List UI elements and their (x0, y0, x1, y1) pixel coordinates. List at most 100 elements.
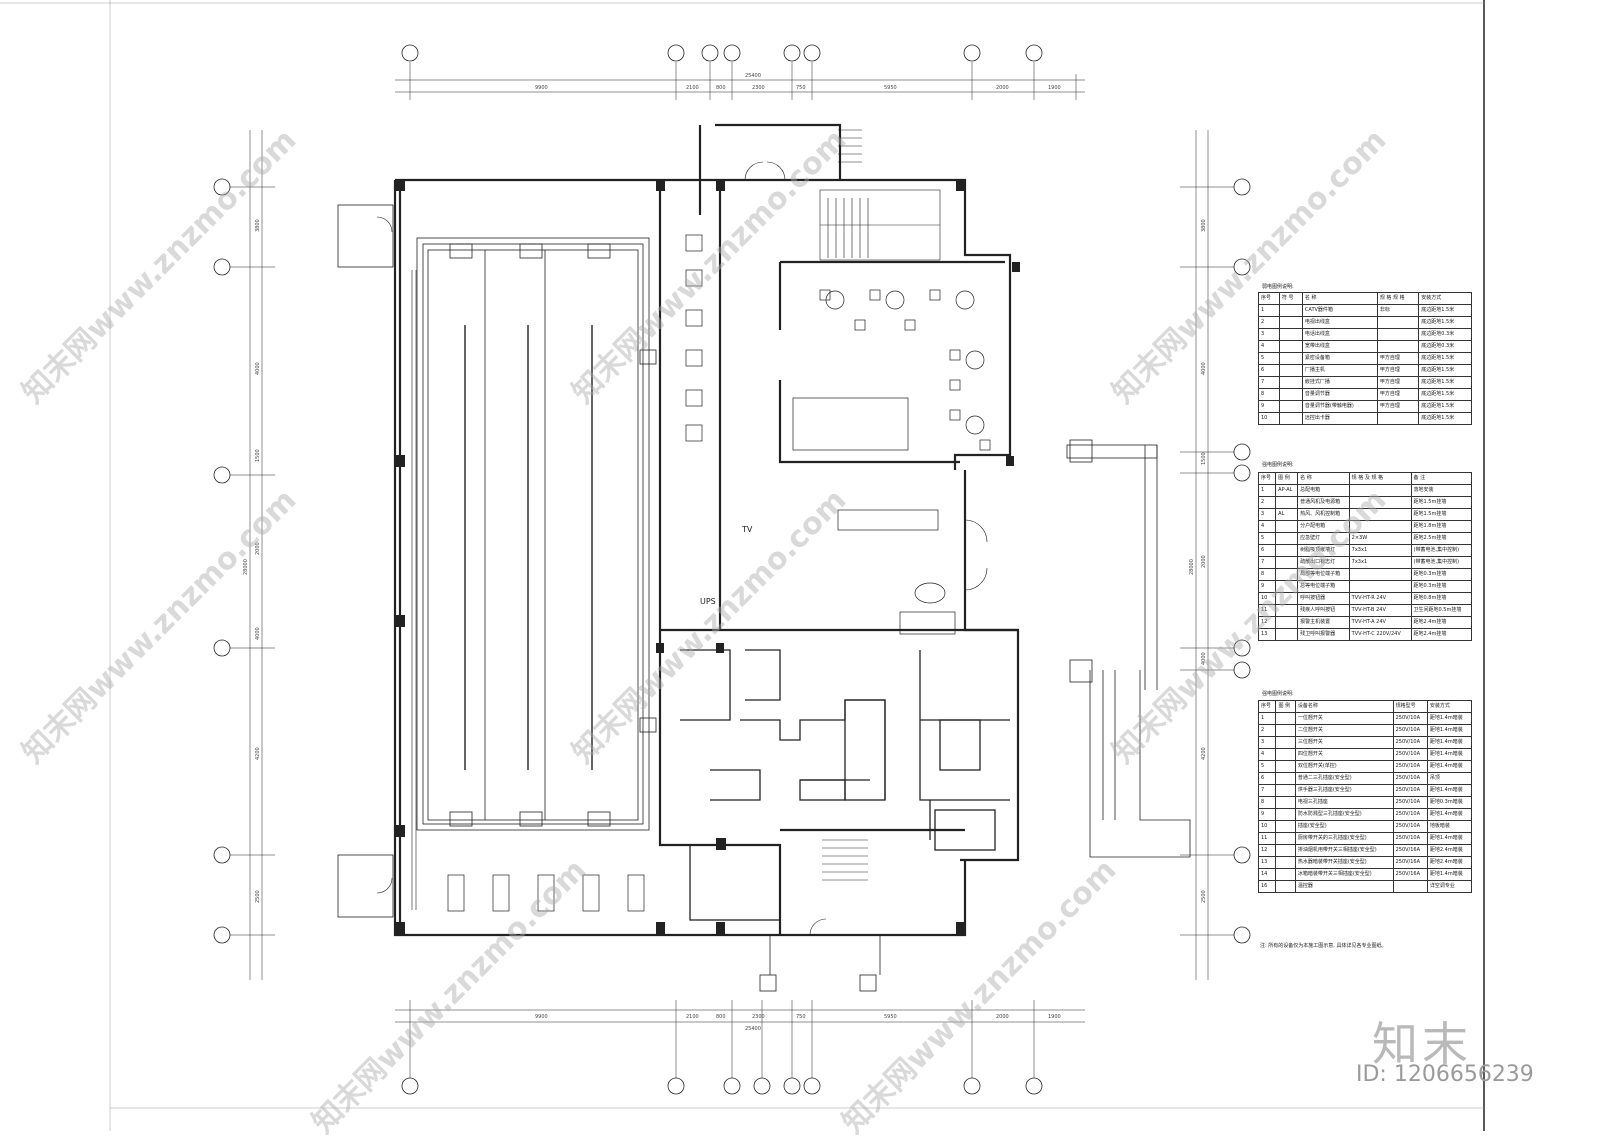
legend1-cell (1278, 340, 1303, 353)
legend3-cell: 电视三孔插座 (1294, 796, 1394, 809)
legend2-cell (1275, 544, 1299, 557)
legend3-cell: 热水器暗装带开关插座(安全型) (1294, 856, 1394, 869)
legend2-cell: 应急壁灯 (1297, 532, 1350, 545)
legend2-cell: 总配电箱 (1297, 484, 1350, 497)
legend1-cell (1278, 364, 1303, 377)
legend3-header-cell: 序号 (1257, 700, 1277, 713)
legend1-cell (1278, 304, 1303, 317)
legend3-cell: 防水防溅型三孔插座(安全型) (1294, 808, 1394, 821)
legend1-cell: 底边距地1.5米 (1418, 316, 1472, 329)
legend2-cell: 7 (1257, 556, 1277, 569)
legend2-cell: AL (1275, 508, 1299, 521)
dim-top-7: 1900 (1048, 85, 1061, 91)
dim-bottom-4: 750 (796, 1014, 806, 1020)
legend1-header-row: 序号符 号名 称规 格 规 格安装方式 (1258, 292, 1472, 305)
legend2-cell: 5 (1257, 532, 1277, 545)
legend1-cell: 底边距地1.5米 (1418, 304, 1472, 317)
legend2-cell: 9 (1257, 580, 1277, 593)
legend3-cell: 250V/16A (1392, 868, 1428, 881)
legend1-cell (1278, 412, 1303, 425)
legend3-cell: 11 (1257, 832, 1277, 845)
dim-bottom-6: 2000 (996, 1014, 1009, 1020)
dim-left-0: 3800 (255, 219, 261, 232)
legend3-cell: 4 (1257, 748, 1277, 761)
legend3-cell: 14 (1257, 868, 1277, 881)
legend1-cell (1376, 328, 1420, 341)
legend2-cell: 距地0.3m挂墙 (1410, 580, 1473, 593)
legend3-note: 注: 所有的设备仅为本施工图示意, 具体详见各专业图纸。 (1260, 943, 1387, 949)
legend1-cell: 非标 (1376, 304, 1420, 317)
legend3-cell: 三位翘开关 (1294, 736, 1394, 749)
dim-right-3: 2000 (1201, 555, 1207, 568)
legend3-title: 强电图例说明: (1262, 691, 1294, 697)
legend1-header-cell: 符 号 (1278, 292, 1303, 305)
legend1-header-cell: 安装方式 (1418, 292, 1472, 305)
legend3-cell: 插座(安全型) (1294, 820, 1394, 833)
legend3-cell: 8 (1257, 796, 1277, 809)
dim-right-5: 4200 (1201, 747, 1207, 760)
legend3-header-row: 序号图 例设备名称规格型号安装方式 (1257, 700, 1473, 713)
dim-top-3: 2300 (752, 85, 765, 91)
legend3-header-cell: 安装方式 (1426, 700, 1473, 713)
dim-right-6: 2500 (1201, 890, 1207, 903)
dim-top-6: 2000 (996, 85, 1009, 91)
legend2-cell: 普通风机及电源箱 (1297, 496, 1350, 509)
dim-left-4: 4000 (255, 627, 261, 640)
legend3-cell (1275, 712, 1296, 725)
legend1-cell: 3 (1258, 328, 1280, 341)
legend3-header-cell: 设备名称 (1294, 700, 1394, 713)
legend1-cell: 底边距地1.5米 (1418, 376, 1472, 389)
legend3-header-cell: 图 例 (1275, 700, 1296, 713)
legend3-cell: 距地1.4m暗装 (1426, 760, 1473, 773)
dim-left-1: 4000 (255, 362, 261, 375)
legend1-cell: 宽带出线盒 (1301, 340, 1378, 353)
legend2-cell: 疏散出口标志灯 (1297, 556, 1350, 569)
legend2-header-cell: 名 称 (1297, 472, 1350, 485)
legend1-cell: 9 (1258, 400, 1280, 413)
legend1-header-cell: 规 格 规 格 (1376, 292, 1420, 305)
legend3-cell (1275, 760, 1296, 773)
dim-left-3: 2000 (255, 542, 261, 555)
legend2-cell: TVV-HT-R 24V (1348, 592, 1412, 605)
legend2-cell: 12 (1257, 616, 1277, 629)
legend2-cell: 4 (1257, 520, 1277, 533)
legend1-cell: 6 (1258, 364, 1280, 377)
legend2-cell: (带蓄电池,集中控制) (1410, 544, 1473, 557)
legend2-cell: 距地1.8m挂墙 (1410, 520, 1473, 533)
legend2-title: 强电图例说明: (1262, 462, 1294, 468)
legend2-header-cell: 规 格 及 规 格 (1348, 472, 1412, 485)
legend3-cell: 5 (1257, 760, 1277, 773)
legend1-cell (1278, 316, 1303, 329)
legend3-cell (1275, 832, 1296, 845)
legend3-cell: 二位翘开关 (1294, 724, 1394, 737)
legend3-cell (1275, 784, 1296, 797)
legend3-cell (1275, 880, 1296, 893)
dim-right-total: 28000 (1189, 559, 1195, 575)
legend1-cell (1376, 412, 1420, 425)
legend2-cell (1275, 580, 1299, 593)
legend1-cell: 甲方自理 (1376, 400, 1420, 413)
legend2-cell: 距地2.4m挂墙 (1410, 628, 1473, 641)
legend2-cell: 1 (1257, 484, 1277, 497)
legend2-cell (1275, 520, 1299, 533)
legend2-header-cell: 图 例 (1275, 472, 1299, 485)
legend3-cell: 距地1.4m暗装 (1426, 712, 1473, 725)
legend3-cell: 250V/10A (1392, 748, 1428, 761)
legend2-cell: TVV-HT-A 24V (1348, 616, 1412, 629)
plan-label-ups: UPS (700, 597, 716, 606)
legend2-header-row: 序号图 例名 称规 格 及 规 格备 注 (1257, 472, 1473, 485)
legend3-cell (1275, 724, 1296, 737)
legend3-cell: 距地1.4m暗装 (1426, 784, 1473, 797)
